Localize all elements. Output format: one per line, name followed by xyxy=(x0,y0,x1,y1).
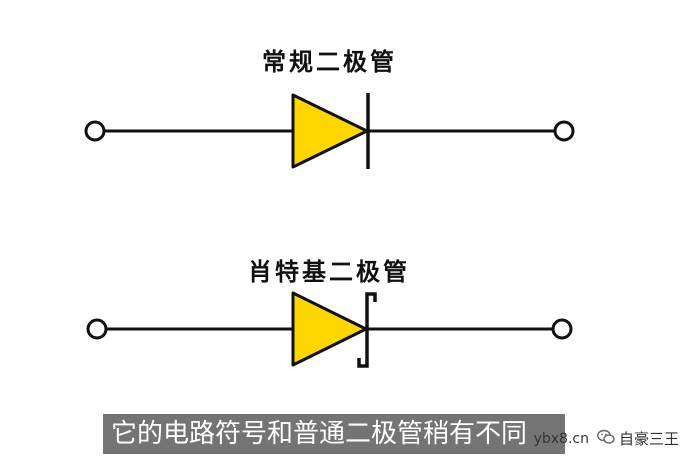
schottky-diode-triangle xyxy=(291,291,368,367)
regular-diode-left-terminal xyxy=(84,120,106,142)
schottky-diode-symbol xyxy=(86,291,573,368)
schottky-diode-right-terminal xyxy=(551,318,573,340)
schottky-diode-label: 肖特基二极管 xyxy=(248,258,410,286)
regular-diode-label: 常规二极管 xyxy=(262,48,397,76)
regular-diode-right-terminal xyxy=(553,120,575,142)
schottky-diode-left-terminal xyxy=(86,318,108,340)
watermark: ybx8.cn 自豪三王 xyxy=(534,428,679,449)
wechat-icon xyxy=(597,429,615,449)
watermark-account: 自豪三王 xyxy=(618,430,679,448)
watermark-site: ybx8.cn xyxy=(533,430,589,447)
regular-diode-triangle xyxy=(291,93,369,169)
video-subtitle: 它的电路符号和普通二极管稍有不同 xyxy=(103,414,565,454)
regular-diode-symbol xyxy=(84,93,575,169)
